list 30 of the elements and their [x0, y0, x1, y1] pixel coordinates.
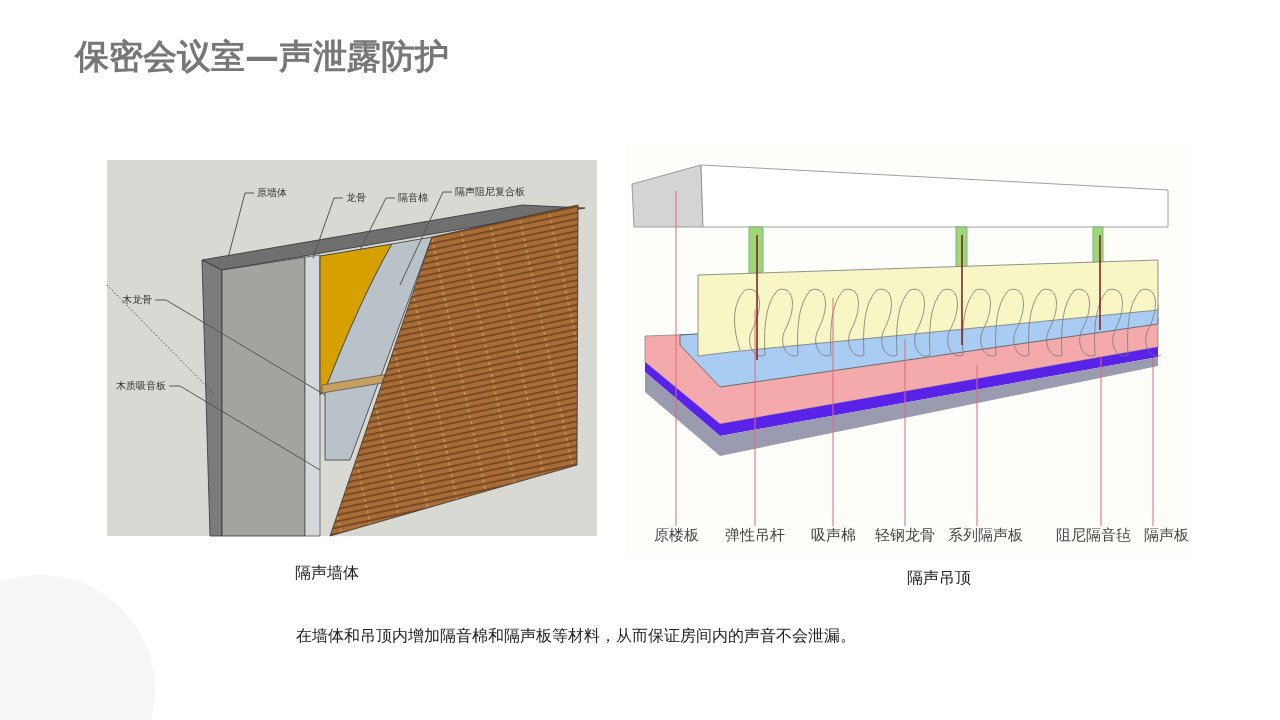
leader-line	[359, 197, 396, 251]
leader-line	[1100, 357, 1102, 527]
callout-label: 龙骨	[346, 193, 366, 203]
leader-line	[312, 197, 344, 259]
leader-line	[832, 297, 834, 527]
leader-line	[754, 309, 756, 527]
leader-line	[227, 192, 255, 259]
figure-caption: 隔声吊顶	[907, 568, 971, 589]
description-text: 在墙体和吊顶内增加隔音棉和隔声板等材料，从而保证房间内的声音不会泄漏。	[296, 626, 856, 647]
callout-label: 轻钢龙骨	[875, 528, 935, 543]
callout-label: 隔声板	[1143, 528, 1189, 543]
callout-label: 原墙体	[257, 188, 287, 198]
callout-label: 原楼板	[653, 528, 699, 543]
slide-title: 保密会议室—声泄露防护	[75, 35, 449, 78]
callout-label: 系列隔声板	[947, 528, 1023, 543]
callout-label: 吸声棉	[810, 528, 856, 543]
leader-line	[154, 299, 326, 396]
figure-caption: 隔声墙体	[295, 563, 359, 584]
leader-line	[168, 385, 321, 471]
callout-label: 隔声阻尼复合板	[455, 187, 525, 197]
leader-line	[1152, 357, 1154, 527]
callout-label: 隔音棉	[398, 193, 428, 203]
leader-line	[904, 338, 906, 527]
callout-label: 弹性吊杆	[725, 528, 785, 543]
leader-line	[399, 191, 453, 286]
callout-label: 阻尼隔音毡	[1055, 528, 1131, 543]
callout-label: 木龙骨	[122, 295, 152, 305]
callout-label: 木质吸音板	[116, 381, 166, 391]
leader-line	[976, 364, 978, 527]
leader-line	[675, 190, 677, 527]
